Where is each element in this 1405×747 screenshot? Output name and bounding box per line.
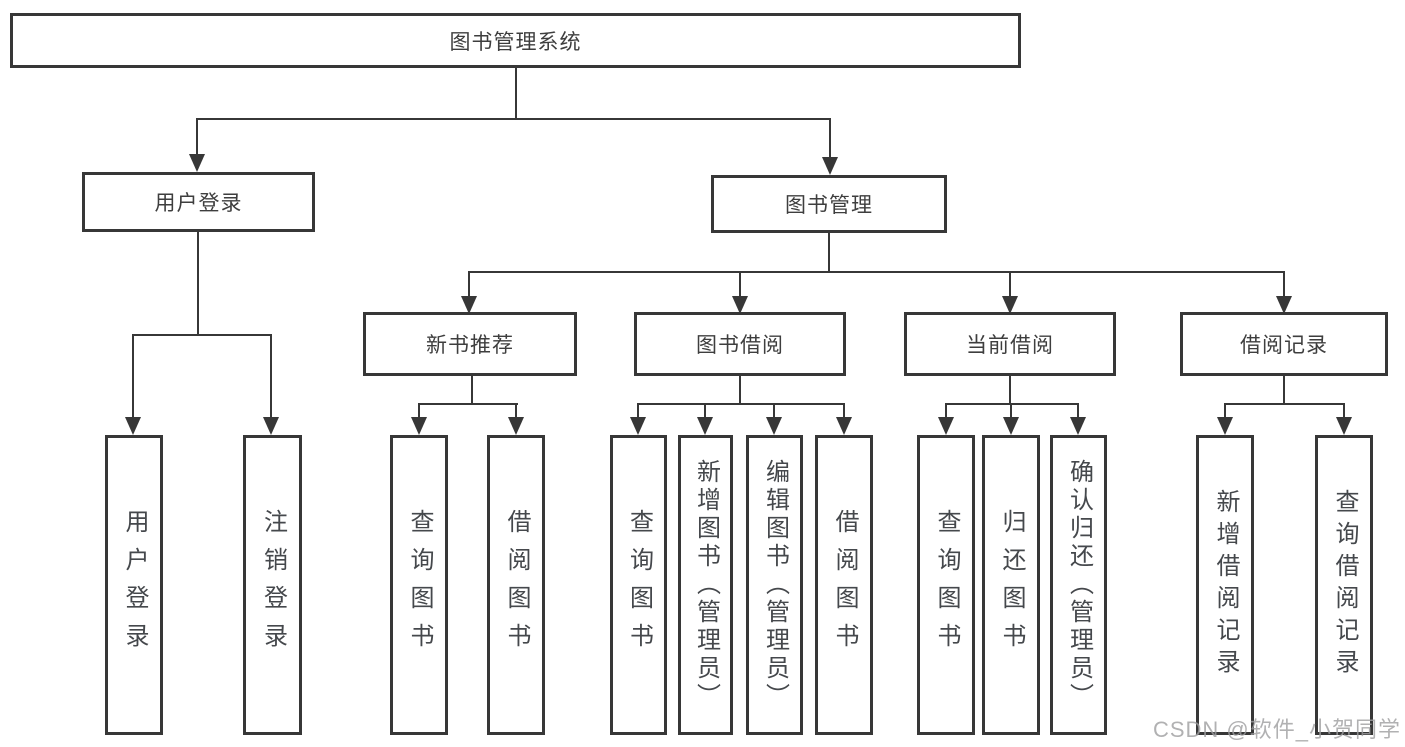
connector-line	[945, 403, 947, 419]
arrow-down-icon	[1336, 417, 1352, 435]
connector-line	[945, 403, 1079, 405]
node-borrow-records-label: 借阅记录	[1240, 334, 1328, 357]
connector-line	[515, 66, 517, 120]
arrow-down-icon	[508, 417, 524, 435]
connector-line	[739, 271, 741, 299]
connector-line	[196, 118, 831, 120]
node-new-book-recommend-label: 新书推荐	[426, 334, 514, 357]
leaf-borrow-books-recommend-label: 借阅图书	[503, 509, 530, 661]
node-current-borrow: 当前借阅	[904, 312, 1116, 376]
leaf-return-books-label: 归还图书	[998, 509, 1025, 661]
connector-line	[1077, 403, 1079, 419]
connector-line	[1010, 403, 1012, 419]
leaf-edit-book-admin: 编辑图书（管理员）	[746, 435, 803, 735]
csdn-watermark: CSDN @软件_小贺同学	[1152, 717, 1401, 742]
leaf-query-books-borrow-label: 查询图书	[625, 509, 653, 661]
arrow-down-icon	[697, 417, 713, 435]
connector-line	[1224, 403, 1226, 419]
connector-line	[829, 118, 831, 159]
leaf-add-borrow-record: 新增借阅记录	[1196, 435, 1254, 735]
leaf-borrow-books-borrow: 借阅图书	[815, 435, 873, 735]
arrow-down-icon	[1217, 417, 1233, 435]
arrow-down-icon	[1002, 296, 1018, 314]
connector-line	[468, 271, 1285, 273]
leaf-query-books-recommend-label: 查询图书	[406, 509, 433, 661]
connector-line	[197, 232, 199, 335]
connector-line	[637, 403, 639, 419]
connector-line	[1009, 271, 1011, 299]
connector-line	[468, 271, 470, 299]
connector-line	[418, 403, 518, 405]
arrow-down-icon	[938, 417, 954, 435]
connector-line	[1283, 376, 1285, 405]
arrow-down-icon	[1003, 417, 1019, 435]
connector-line	[1343, 403, 1345, 419]
node-user-login: 用户登录	[82, 172, 315, 232]
arrow-down-icon	[630, 417, 646, 435]
connector-line	[418, 403, 420, 419]
leaf-return-books: 归还图书	[982, 435, 1040, 735]
arrow-down-icon	[411, 417, 427, 435]
arrow-down-icon	[822, 157, 838, 175]
connector-line	[270, 334, 272, 419]
connector-line	[704, 403, 706, 419]
connector-line	[843, 403, 845, 419]
node-new-book-recommend: 新书推荐	[363, 312, 577, 376]
leaf-add-borrow-record-label: 新增借阅记录	[1212, 489, 1239, 681]
leaf-user-login: 用户登录	[105, 435, 163, 735]
arrow-down-icon	[1276, 296, 1292, 314]
leaf-confirm-return-admin: 确认归还（管理员）	[1050, 435, 1107, 735]
arrow-down-icon	[461, 296, 477, 314]
connector-line	[196, 118, 198, 156]
connector-line	[773, 403, 775, 419]
node-book-management-label: 图书管理	[785, 194, 873, 217]
connector-line	[1283, 271, 1285, 299]
arrow-down-icon	[263, 417, 279, 435]
leaf-logout-label: 注销登录	[259, 509, 287, 661]
leaf-query-books-recommend: 查询图书	[390, 435, 448, 735]
connector-line	[1009, 376, 1011, 405]
leaf-query-borrow-record-label: 查询借阅记录	[1331, 489, 1358, 681]
node-book-management: 图书管理	[711, 175, 947, 233]
leaf-query-books-current-label: 查询图书	[933, 509, 960, 661]
leaf-query-books-borrow: 查询图书	[610, 435, 667, 735]
connector-line	[828, 233, 830, 273]
arrow-down-icon	[732, 296, 748, 314]
connector-line	[739, 376, 741, 405]
leaf-confirm-return-admin-label: 确认归还（管理员）	[1065, 459, 1093, 711]
leaf-borrow-books-recommend: 借阅图书	[487, 435, 545, 735]
arrow-down-icon	[125, 417, 141, 435]
connector-line	[132, 334, 272, 336]
node-book-borrow: 图书借阅	[634, 312, 846, 376]
node-user-login-label: 用户登录	[154, 192, 243, 215]
node-root-label: 图书管理系统	[449, 30, 582, 54]
connector-line	[637, 403, 845, 405]
connector-line	[132, 334, 134, 419]
leaf-logout: 注销登录	[243, 435, 302, 735]
arrow-down-icon	[1070, 417, 1086, 435]
arrow-down-icon	[766, 417, 782, 435]
leaf-query-books-current: 查询图书	[917, 435, 975, 735]
leaf-query-borrow-record: 查询借阅记录	[1315, 435, 1373, 735]
connector-line	[1224, 403, 1345, 405]
node-current-borrow-label: 当前借阅	[966, 334, 1054, 357]
leaf-edit-book-admin-label: 编辑图书（管理员）	[761, 459, 789, 711]
arrow-down-icon	[836, 417, 852, 435]
leaf-add-book-admin: 新增图书（管理员）	[678, 435, 733, 735]
leaf-add-book-admin-label: 新增图书（管理员）	[692, 459, 720, 711]
node-root: 图书管理系统	[10, 13, 1021, 68]
node-borrow-records: 借阅记录	[1180, 312, 1388, 376]
node-book-borrow-label: 图书借阅	[696, 334, 784, 357]
arrow-down-icon	[189, 154, 205, 172]
connector-line	[515, 403, 517, 419]
connector-line	[471, 376, 473, 405]
leaf-user-login-label: 用户登录	[121, 509, 148, 661]
leaf-borrow-books-borrow-label: 借阅图书	[831, 509, 858, 661]
